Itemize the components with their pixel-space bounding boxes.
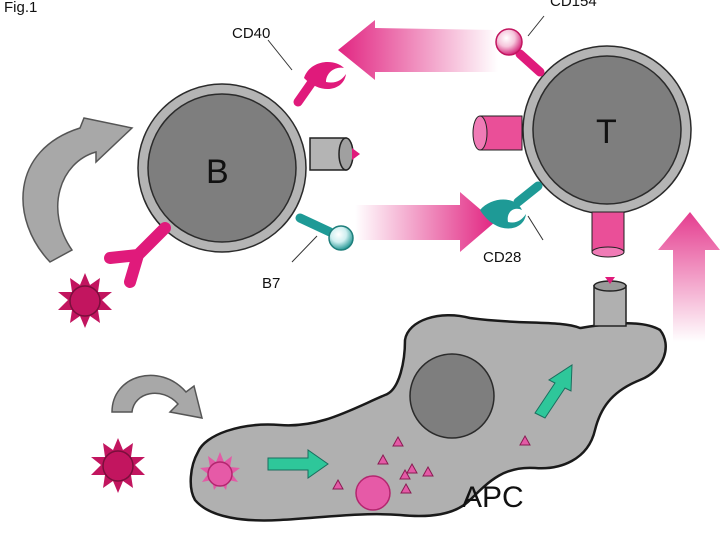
apc-mhc-receptor	[593, 277, 627, 327]
apc-green-arrow-right	[267, 449, 329, 479]
apc-internal-antigen	[200, 452, 240, 490]
arrow-t-to-b	[338, 20, 498, 80]
t-cell-receptor	[591, 211, 625, 258]
cd28-receptor	[480, 181, 543, 229]
cd40-leader-line	[267, 39, 293, 71]
cd154-receptor	[495, 28, 545, 77]
arrow-up-pink	[658, 212, 720, 342]
cd154-leader-line	[527, 15, 545, 37]
arrow-b-to-t	[355, 192, 495, 252]
b7-receptor	[295, 213, 354, 251]
apc-nucleus	[409, 353, 495, 439]
t-cell-label: T	[596, 113, 617, 151]
b7-leader-line	[291, 235, 318, 263]
t-cell	[522, 45, 692, 215]
t-cell-side-receptor	[472, 115, 523, 151]
b-cell-surface-receptor	[309, 137, 360, 171]
apc-vesicle	[355, 475, 391, 511]
cd28-leader-line	[527, 215, 544, 241]
apc-peptides	[332, 434, 531, 494]
b-cell-antibody	[104, 222, 171, 288]
antigen-curved-arrow	[111, 374, 204, 419]
cd154-label: CD154	[550, 0, 597, 10]
cd28-label: CD28	[483, 249, 521, 266]
cd40-receptor	[293, 62, 346, 107]
antigen-lower-left	[91, 438, 145, 493]
figure-label: Fig.1	[4, 0, 37, 16]
cd40-label: CD40	[232, 25, 270, 42]
apc-green-arrow-up	[534, 364, 573, 419]
b-cell-label: B	[206, 153, 229, 191]
b7-label: B7	[262, 275, 280, 292]
apc-label: APC	[462, 481, 524, 514]
antigen-near-b-cell	[58, 273, 112, 328]
b-cell	[137, 83, 307, 253]
b-cell-curved-arrow	[22, 117, 134, 263]
